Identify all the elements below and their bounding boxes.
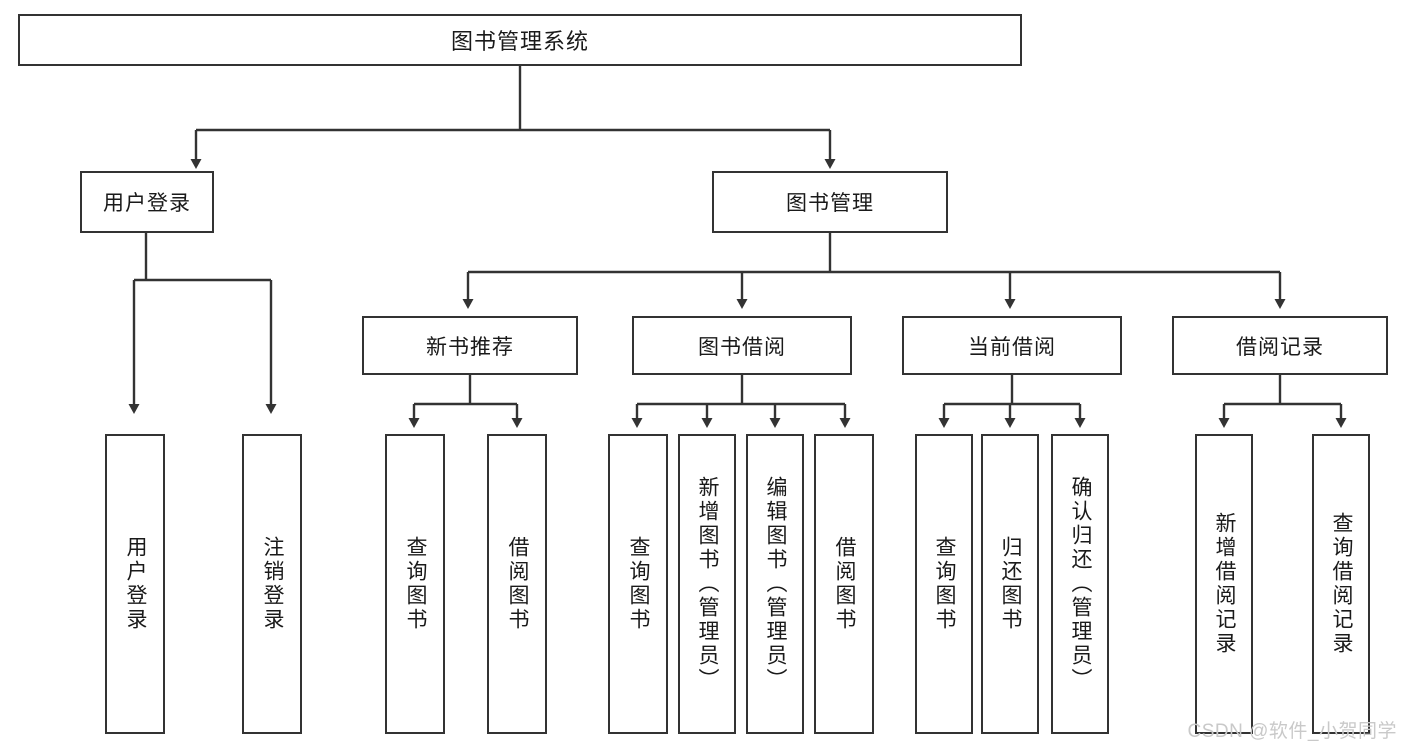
node-label: 查询借阅记录 bbox=[1330, 512, 1354, 656]
node-label: 借阅图书 bbox=[506, 536, 530, 632]
node-label: 查询图书 bbox=[627, 536, 651, 632]
node-label: 新增图书（管理员） bbox=[696, 476, 720, 692]
leaf-user-login[interactable]: 用户登录 bbox=[105, 434, 165, 734]
node-user-login[interactable]: 用户登录 bbox=[80, 171, 214, 233]
node-label: 图书管理 bbox=[786, 192, 874, 215]
leaf-record-query-record[interactable]: 查询借阅记录 bbox=[1312, 434, 1370, 734]
node-current-borrow[interactable]: 当前借阅 bbox=[902, 316, 1122, 375]
node-label: 注销登录 bbox=[261, 536, 285, 632]
node-label: 用户登录 bbox=[124, 536, 148, 632]
node-label: 图书借阅 bbox=[698, 335, 786, 359]
node-borrow-record[interactable]: 借阅记录 bbox=[1172, 316, 1388, 375]
leaf-current-return-book[interactable]: 归还图书 bbox=[981, 434, 1039, 734]
leaf-newbook-borrow-book[interactable]: 借阅图书 bbox=[487, 434, 547, 734]
leaf-borrow-borrow-book[interactable]: 借阅图书 bbox=[814, 434, 874, 734]
node-label: 确认归还（管理员） bbox=[1069, 476, 1093, 692]
leaf-user-logout[interactable]: 注销登录 bbox=[242, 434, 302, 734]
leaf-borrow-add-book-admin[interactable]: 新增图书（管理员） bbox=[678, 434, 736, 734]
node-book-management[interactable]: 图书管理 bbox=[712, 171, 948, 233]
node-label: 归还图书 bbox=[999, 536, 1023, 632]
node-book-borrow[interactable]: 图书借阅 bbox=[632, 316, 852, 375]
node-label: 新书推荐 bbox=[426, 335, 514, 359]
node-new-book-recommend[interactable]: 新书推荐 bbox=[362, 316, 578, 375]
node-label: 当前借阅 bbox=[968, 335, 1056, 359]
node-label: 查询图书 bbox=[933, 536, 957, 632]
leaf-borrow-query-book[interactable]: 查询图书 bbox=[608, 434, 668, 734]
watermark-text: CSDN @软件_小贺同学 bbox=[1187, 721, 1397, 742]
node-root-system[interactable]: 图书管理系统 bbox=[18, 14, 1022, 66]
node-label: 借阅图书 bbox=[833, 536, 857, 632]
node-label: 查询图书 bbox=[404, 536, 428, 632]
node-label: 借阅记录 bbox=[1236, 335, 1324, 359]
node-label: 新增借阅记录 bbox=[1213, 512, 1237, 656]
leaf-current-confirm-return-admin[interactable]: 确认归还（管理员） bbox=[1051, 434, 1109, 734]
leaf-record-add-record[interactable]: 新增借阅记录 bbox=[1195, 434, 1253, 734]
leaf-borrow-edit-book-admin[interactable]: 编辑图书（管理员） bbox=[746, 434, 804, 734]
node-label: 用户登录 bbox=[103, 192, 191, 215]
node-label: 编辑图书（管理员） bbox=[764, 476, 788, 692]
leaf-newbook-query-book[interactable]: 查询图书 bbox=[385, 434, 445, 734]
node-label: 图书管理系统 bbox=[450, 29, 589, 54]
leaf-current-query-book[interactable]: 查询图书 bbox=[915, 434, 973, 734]
